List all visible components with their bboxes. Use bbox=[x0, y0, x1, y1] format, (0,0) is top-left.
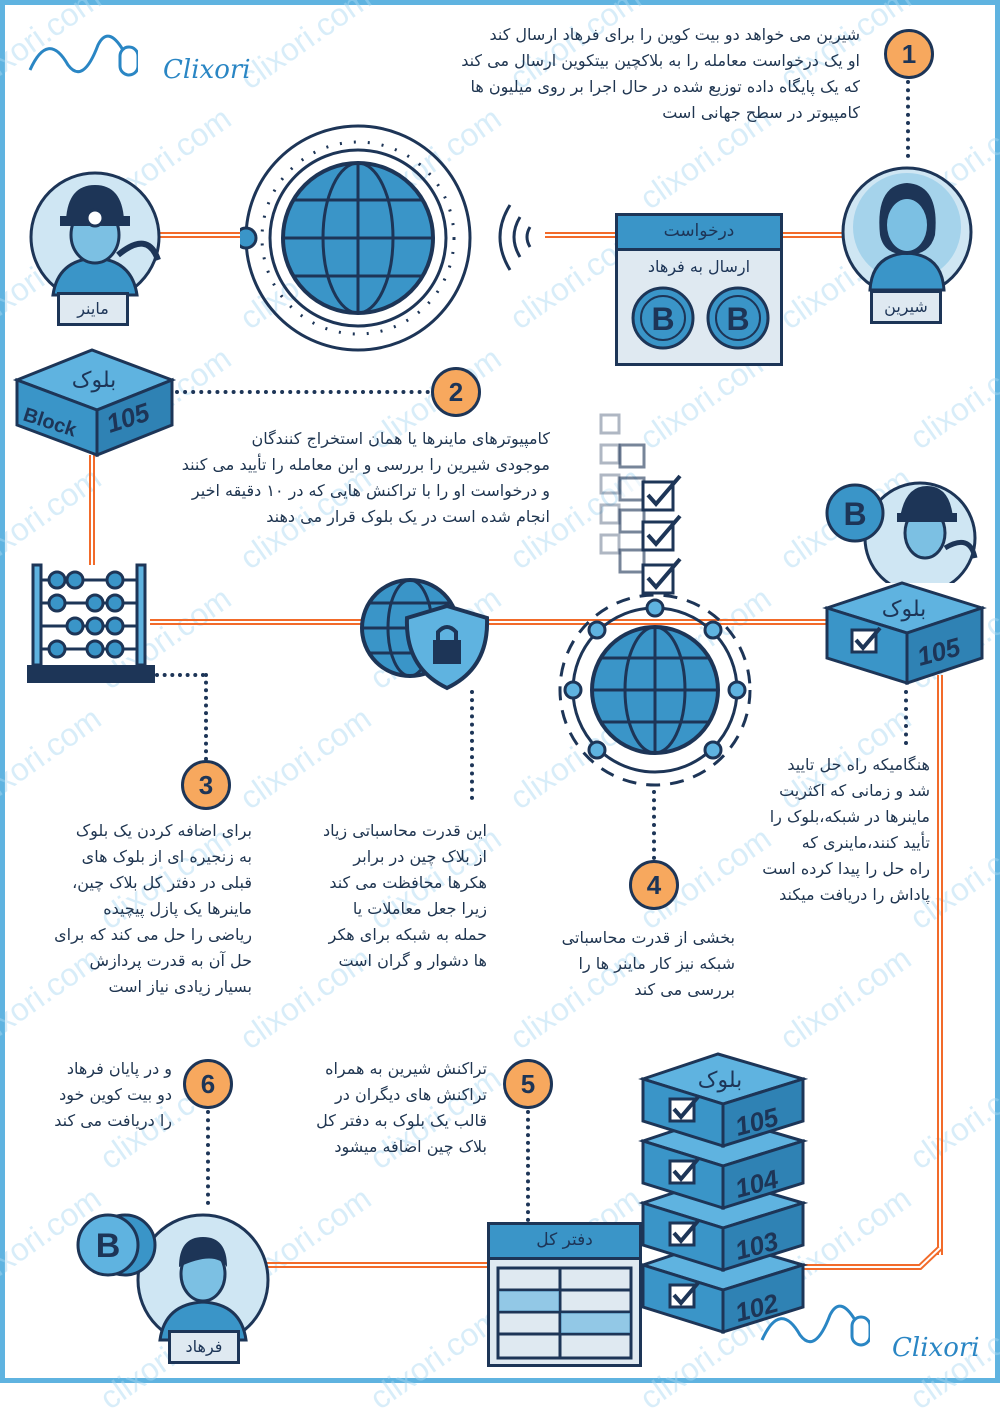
connector bbox=[150, 619, 830, 625]
block-cube-icon: بلوک 105 bbox=[822, 581, 987, 686]
connector bbox=[937, 675, 943, 1255]
request-subtitle: ارسال به فرهاد bbox=[647, 257, 751, 276]
stack-block bbox=[638, 1052, 808, 1149]
connector bbox=[790, 1245, 943, 1270]
dotted-line bbox=[470, 690, 474, 800]
coin-symbol: B bbox=[651, 301, 674, 337]
infographic-frame bbox=[0, 0, 1000, 1383]
dotted-line bbox=[904, 690, 908, 745]
ledger-table-icon bbox=[496, 1266, 633, 1360]
step-4-text: بخشی از قدرت محاسباتی شبکه نیز کار ماینر… bbox=[561, 928, 735, 999]
dotted-line bbox=[204, 673, 208, 761]
dotted-line bbox=[155, 673, 205, 677]
logo-text: Clixori bbox=[892, 1333, 980, 1363]
connector bbox=[545, 232, 615, 238]
step-4-badge: 4 bbox=[629, 860, 679, 910]
request-panel: درخواست ارسال به فرهاد B B bbox=[615, 213, 783, 366]
step-3-text: برای اضافه کردن یک بلوک به زنجیره ای از … bbox=[54, 821, 252, 996]
request-title: درخواست bbox=[618, 216, 780, 251]
block-cube-icon: بلوک Block 105 bbox=[12, 348, 177, 458]
step-1-badge: 1 bbox=[884, 29, 934, 79]
dotted-line bbox=[906, 80, 910, 158]
ledger-title: دفتر کل bbox=[490, 1225, 639, 1260]
step-1-text: شیرین می خواهد دو بیت کوین را برای فرهاد… bbox=[461, 25, 860, 122]
logo-bottom: Clixori bbox=[760, 1295, 980, 1363]
signal-waves-icon bbox=[498, 204, 532, 271]
mouse-logo-icon bbox=[28, 34, 140, 77]
step-5-badge: 5 bbox=[503, 1059, 553, 1109]
miner-coin-avatar: B bbox=[825, 481, 978, 583]
block-word: بلوک bbox=[72, 368, 116, 393]
miner-label: ماینر bbox=[57, 292, 129, 326]
coin-symbol: B bbox=[726, 301, 749, 337]
step-5-text: تراکنش شیرین به همراه تراکنش های دیگران … bbox=[316, 1059, 487, 1156]
connector bbox=[265, 1262, 490, 1268]
shirin-label: شیرین bbox=[870, 290, 942, 324]
coin-symbol: B bbox=[843, 496, 866, 532]
shirin-avatar bbox=[841, 166, 973, 298]
connector bbox=[89, 455, 95, 565]
ledger-panel: دفتر کل bbox=[487, 1222, 642, 1367]
coin-symbol: B bbox=[96, 1227, 121, 1265]
step-2-badge: 2 bbox=[431, 367, 481, 417]
abacus-icon bbox=[27, 563, 155, 683]
logo-top: Clixori bbox=[28, 25, 251, 89]
step-2-text: کامپیوترهای ماینرها یا همان استخراج کنند… bbox=[181, 429, 550, 526]
step-6-badge: 6 bbox=[183, 1059, 233, 1109]
dotted-line bbox=[652, 790, 656, 860]
connector bbox=[160, 232, 250, 238]
step-3-badge: 3 bbox=[181, 760, 231, 810]
network-globe-icon bbox=[240, 124, 472, 352]
logo-text: Clixori bbox=[163, 55, 251, 85]
dotted-line bbox=[206, 1110, 210, 1205]
security-note: این قدرت محاسباتی زیاد از بلاک چین در بر… bbox=[322, 821, 487, 970]
block-word: بلوک bbox=[698, 1068, 742, 1093]
network-globe-icon bbox=[558, 593, 752, 787]
farhad-label: فرهاد bbox=[168, 1330, 240, 1364]
globe-shield-lock-icon bbox=[360, 578, 490, 691]
block-word: بلوک bbox=[882, 597, 926, 622]
reward-note: هنگامیکه راه حل تایید شد و زمانی که اکثر… bbox=[762, 755, 930, 904]
connector bbox=[783, 232, 843, 238]
miner-avatar bbox=[29, 171, 161, 303]
checklist-icon bbox=[599, 413, 682, 595]
dotted-line bbox=[175, 390, 430, 394]
bitcoin-coins-icon: B bbox=[76, 1213, 157, 1277]
bitcoin-coins-icon: B B bbox=[631, 286, 770, 350]
dotted-line bbox=[526, 1110, 530, 1222]
step-6-text: و در پایان فرهاد دو بیت کوین خود را دریا… bbox=[54, 1059, 172, 1130]
